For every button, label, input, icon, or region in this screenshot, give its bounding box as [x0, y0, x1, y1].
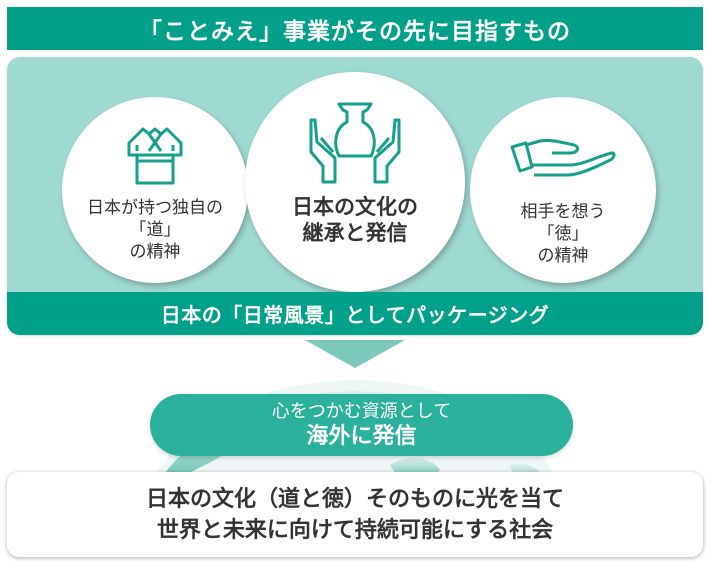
- pill-line1: 心をつかむ資源として: [271, 400, 452, 422]
- values-panel: 日本が持つ独自の 「道」 の精神 日本の文化の 継承と発信: [7, 57, 703, 335]
- pill-line2: 海外に発信: [306, 423, 417, 449]
- circle-michi-line1: 日本が持つ独自の: [87, 198, 223, 218]
- circle-michi-line3: の精神: [129, 242, 181, 262]
- circle-toku: 相手を想う 「徳」 の精神: [470, 97, 656, 283]
- circle-culture-line1: 日本の文化の: [292, 195, 418, 219]
- circle-culture: 日本の文化の 継承と発信: [245, 72, 465, 292]
- circle-toku-line3: の精神: [537, 246, 589, 266]
- circle-toku-line1: 相手を想う: [520, 202, 606, 222]
- open-hand-icon: [508, 135, 618, 187]
- circle-culture-line2: 継承と発信: [302, 221, 408, 245]
- circle-michi-line2: 「道」: [129, 220, 181, 240]
- page-title: 「ことみえ」事業がその先に目指すもの: [7, 7, 703, 50]
- down-arrow-icon: [305, 340, 405, 368]
- hands-holding-vase-icon: [305, 100, 405, 190]
- goal-line2: 世界と未来に向けて持続可能にする社会: [156, 517, 554, 543]
- goal-box: 日本の文化（道と徳）そのものに光を当て 世界と未来に向けて持続可能にする社会: [7, 472, 703, 557]
- circle-michi: 日本が持つ独自の 「道」 の精神: [62, 97, 248, 283]
- kimono-icon: [125, 125, 185, 191]
- packaging-band: 日本の「日常風景」としてパッケージング: [7, 292, 703, 335]
- overseas-pill: 心をつかむ資源として 海外に発信: [150, 394, 573, 456]
- circle-toku-line2: 「徳」: [537, 224, 589, 244]
- goal-line1: 日本の文化（道と徳）そのものに光を当て: [145, 486, 564, 512]
